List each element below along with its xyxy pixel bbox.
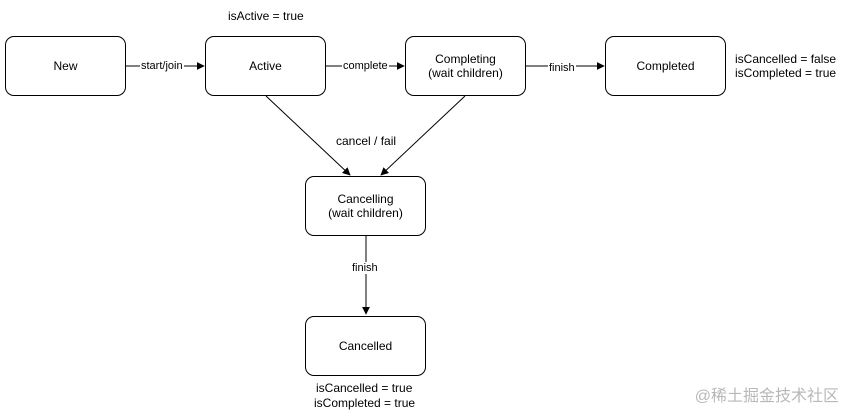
arrow-completing-to-cancelling	[380, 95, 466, 176]
state-completing: Completing (wait children)	[405, 36, 526, 96]
watermark: @稀土掘金技术社区	[694, 388, 839, 405]
state-cancelled: Cancelled	[305, 316, 426, 376]
transition-label-start-join: start/join	[140, 60, 184, 72]
transition-label-complete: complete	[342, 60, 389, 72]
state-cancelling-label: Cancelling	[337, 192, 394, 206]
state-cancelled-label: Cancelled	[338, 339, 393, 353]
transition-label-cancel-fail: cancel / fail	[335, 134, 398, 148]
note-cancelled-completed-flag: isCompleted = true	[314, 396, 416, 410]
state-cancelling-sublabel: (wait children)	[328, 206, 403, 220]
note-active: isActive = true	[228, 9, 304, 23]
state-active: Active	[205, 36, 326, 96]
state-new: New	[5, 36, 126, 96]
transition-label-finish-completed: finish	[548, 62, 576, 74]
note-completed-cancelled-flag: isCancelled = false	[735, 52, 837, 66]
state-new-label: New	[53, 59, 78, 73]
note-cancelled-cancelled-flag: isCancelled = true	[316, 381, 413, 395]
state-completed-label: Completed	[636, 59, 695, 73]
state-completed: Completed	[605, 36, 726, 96]
state-active-label: Active	[249, 59, 282, 73]
state-cancelling: Cancelling (wait children)	[305, 176, 426, 236]
state-completing-sublabel: (wait children)	[428, 66, 503, 80]
state-completing-label: Completing	[435, 52, 496, 66]
transition-label-finish-cancelled: finish	[351, 262, 379, 274]
note-completed-completed-flag: isCompleted = true	[735, 66, 837, 80]
arrow-active-to-cancelling	[265, 95, 351, 176]
